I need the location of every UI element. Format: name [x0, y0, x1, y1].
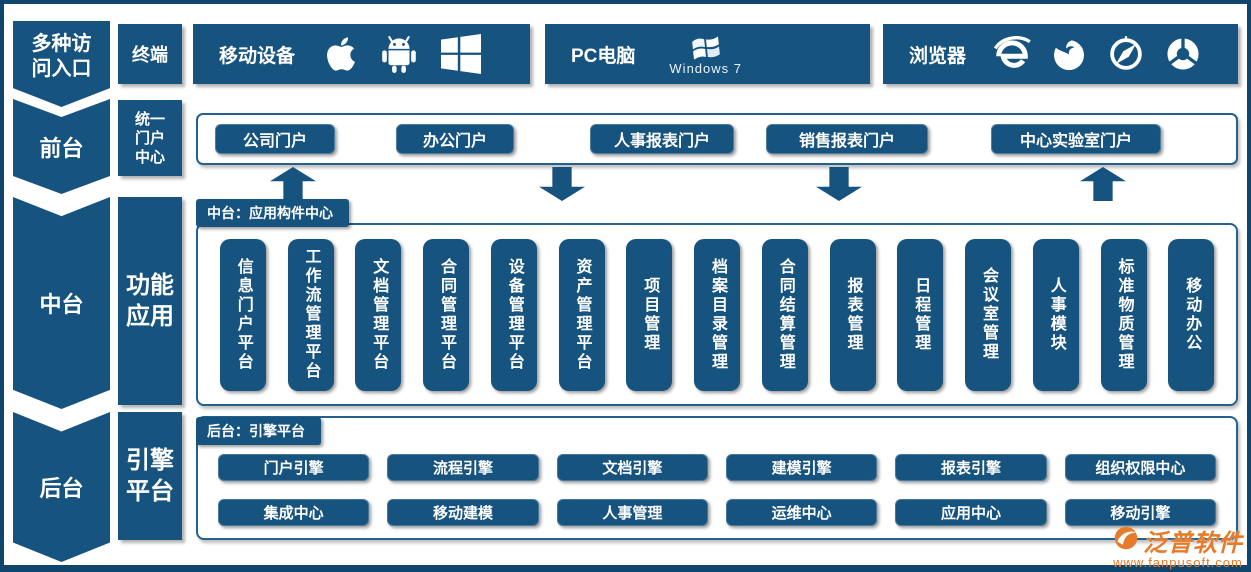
engine-line1: 引擎: [126, 447, 174, 474]
mobile-devices-group: 移动设备: [193, 24, 530, 84]
terminal-label: 终端: [132, 45, 168, 65]
browsers-group: 浏览器: [883, 24, 1238, 84]
back-label: 后台: [39, 476, 84, 501]
module-pill[interactable]: 文档管理平台: [355, 238, 402, 391]
module-pill[interactable]: 人事模块: [1032, 238, 1079, 391]
access-label-line1: 多种访: [31, 33, 92, 55]
module-pill[interactable]: 合同结算管理: [761, 238, 808, 391]
module-pill[interactable]: 设备管理平台: [490, 238, 537, 391]
module-pill[interactable]: 项目管理: [626, 238, 673, 391]
front-label: 前台: [39, 135, 84, 161]
portal-center-line3: 中心: [134, 148, 165, 166]
module-pill[interactable]: 合同管理平台: [423, 238, 469, 391]
middle-platform-tab: 中台：应用构件中心: [196, 199, 349, 227]
engine-button-document[interactable]: 文档引擎: [556, 454, 708, 481]
windows7-logo: Windows 7: [669, 33, 742, 76]
back-platform-tab: 后台：引擎平台: [196, 417, 321, 445]
engine-button-mobile-modeling[interactable]: 移动建模: [387, 499, 539, 526]
module-pill[interactable]: 信息门户平台: [219, 238, 266, 391]
module-pill[interactable]: 标准物质管理: [1100, 238, 1147, 391]
function-apps-box: 功能 应用: [118, 197, 182, 405]
middle-platform-container: 信息门户平台 工作流管理平台 文档管理平台 合同管理平台 设备管理平台 资产管理…: [196, 223, 1238, 406]
func-line2: 应用: [126, 303, 174, 330]
portal-button-company[interactable]: 公司门户: [215, 124, 335, 154]
firefox-icon: [1049, 34, 1089, 74]
portal-button-sales-report[interactable]: 销售报表门户: [766, 124, 928, 154]
unified-portal-center-box: 统一 门户 中心: [118, 100, 182, 176]
ie-icon: [992, 34, 1032, 74]
browsers-label: 浏览器: [909, 45, 967, 67]
engine-line2: 平台: [126, 478, 174, 505]
pc-label: PC电脑: [571, 45, 636, 67]
engine-button-portal[interactable]: 门户引擎: [218, 454, 370, 481]
module-pill[interactable]: 工作流管理平台: [287, 238, 334, 391]
safari-icon: [1106, 34, 1146, 74]
android-icon: [381, 34, 417, 74]
portal-center-line2: 门户: [134, 129, 165, 147]
layer-banner-middle: 中台: [13, 197, 110, 409]
portal-button-central-lab[interactable]: 中心实验室门户: [991, 124, 1161, 154]
engine-button-integration[interactable]: 集成中心: [218, 499, 370, 526]
engine-button-ops-center[interactable]: 运维中心: [725, 499, 878, 526]
engine-button-workflow[interactable]: 流程引擎: [387, 454, 539, 481]
watermark-url[interactable]: www.fanpusoft.com: [1113, 555, 1243, 570]
func-line1: 功能: [126, 272, 174, 299]
back-platform-container: 门户引擎 流程引擎 文档引擎 建模引擎 报表引擎 组织权限中心 集成中心 移动建…: [196, 416, 1238, 540]
module-pill[interactable]: 会议室管理: [965, 238, 1011, 391]
module-pill[interactable]: 日程管理: [897, 238, 944, 391]
portal-button-office[interactable]: 办公门户: [396, 124, 514, 154]
engine-button-report[interactable]: 报表引擎: [895, 454, 1047, 481]
apple-icon: [325, 35, 357, 73]
module-pill[interactable]: 报表管理: [829, 238, 876, 391]
access-label-line2: 问入口: [31, 58, 92, 80]
layer-banner-back: 后台: [13, 412, 110, 562]
layer-banner-access: 多种访 问入口: [13, 21, 110, 107]
engine-button-modeling[interactable]: 建模引擎: [725, 454, 878, 481]
portal-button-hr-report[interactable]: 人事报表门户: [590, 124, 734, 154]
chrome-icon: [1163, 34, 1203, 74]
module-pill[interactable]: 资产管理平台: [558, 238, 605, 391]
portal-center-line1: 统一: [134, 110, 165, 128]
mobile-devices-label: 移动设备: [219, 45, 296, 67]
pc-group: PC电脑 Windows 7: [545, 24, 870, 84]
watermark-brand: 泛普软件: [1143, 530, 1243, 557]
engine-button-app-center[interactable]: 应用中心: [895, 499, 1047, 526]
module-pill[interactable]: 档案目录管理: [694, 238, 740, 391]
windows7-caption: Windows 7: [669, 60, 742, 76]
fanpu-logo-icon: [1113, 525, 1139, 556]
windows-icon: [441, 34, 482, 74]
module-pill[interactable]: 移动办公: [1168, 238, 1215, 391]
engine-button-hr[interactable]: 人事管理: [556, 499, 708, 526]
watermark: 泛普软件 www.fanpusoft.com: [1113, 523, 1243, 570]
engine-button-mobile-engine[interactable]: 移动引擎: [1064, 499, 1216, 526]
engine-platform-box: 引擎 平台: [118, 412, 182, 540]
middle-label: 中台: [39, 292, 84, 317]
terminal-label-box: 终端: [118, 24, 182, 84]
engine-button-org-permission[interactable]: 组织权限中心: [1064, 454, 1216, 481]
